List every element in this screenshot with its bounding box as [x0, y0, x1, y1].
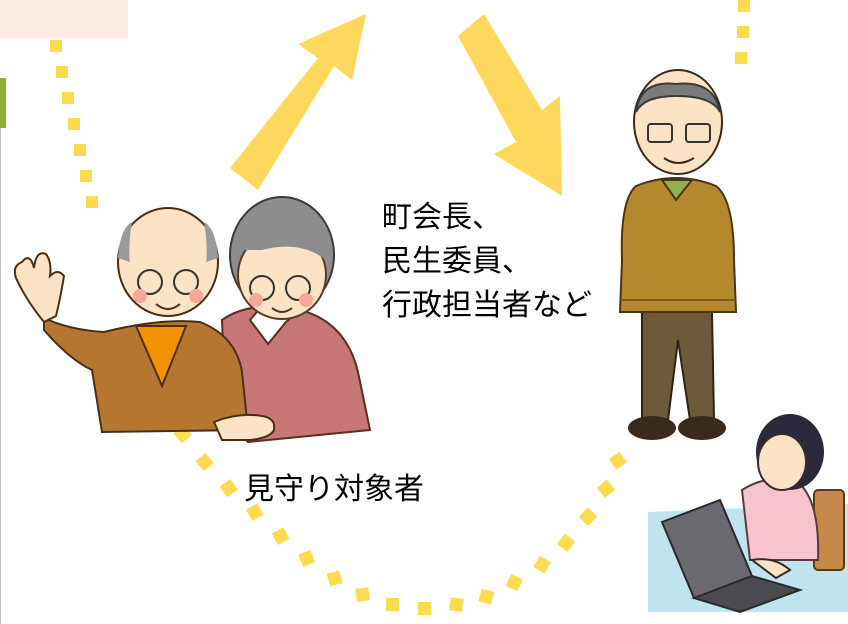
officials-label: 町会長、 民生委員、 行政担当者など [382, 196, 592, 328]
up-right-arrow [230, 14, 366, 190]
dotted-left-arc [50, 40, 98, 208]
woman-at-laptop-illustration [648, 414, 848, 614]
dotted-right-top-arc [735, 0, 750, 64]
left-border-line [0, 128, 1, 624]
elderly-man-illustration [618, 69, 738, 440]
watched-persons-label: 見守り対象者 [244, 472, 424, 507]
down-right-arrow [458, 14, 562, 196]
officials-line-3: 行政担当者など [382, 288, 592, 323]
elderly-couple-illustration [13, 196, 372, 444]
officials-line-2: 民生委員、 [382, 244, 532, 279]
officials-line-1: 町会長、 [382, 200, 502, 235]
dotted-bottom-arc [173, 424, 627, 615]
peach-header-box [0, 0, 128, 38]
green-accent-tab [0, 78, 6, 128]
